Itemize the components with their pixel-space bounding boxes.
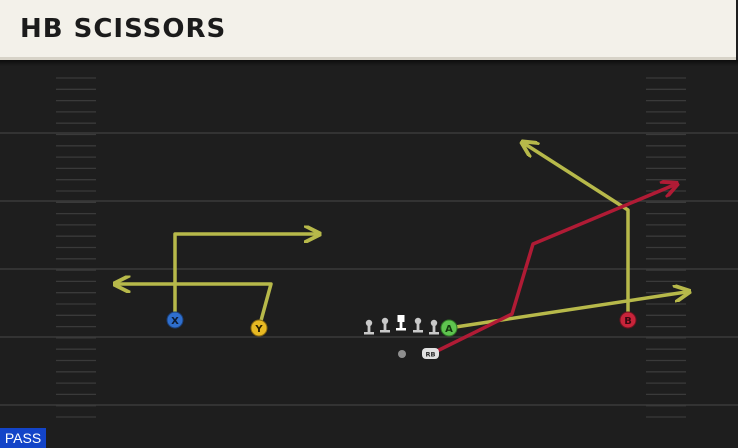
player-b-circle	[619, 311, 637, 329]
quarterback-marker[interactable]	[398, 350, 406, 358]
route-rb	[429, 185, 674, 356]
play-title: HB SCISSORS	[20, 14, 227, 44]
hash-marks	[56, 77, 686, 418]
player-a-circle	[440, 319, 458, 337]
player-x-circle	[166, 311, 184, 329]
player-rb[interactable]: RB	[422, 348, 439, 359]
lineman-icon	[413, 317, 423, 333]
route-y	[118, 284, 273, 330]
route-b	[525, 144, 630, 322]
route-x	[173, 234, 316, 322]
player-b-label: B	[624, 316, 632, 327]
player-y-circle	[250, 319, 268, 337]
offensive-line	[364, 315, 439, 335]
player-a[interactable]: A	[440, 319, 458, 337]
lineman-icon	[429, 319, 439, 335]
play-type-badge: PASS	[0, 428, 46, 448]
header-shadow	[0, 60, 738, 66]
rb-badge	[422, 348, 439, 359]
player-x-label: X	[171, 316, 179, 327]
player-y-label: Y	[254, 324, 263, 335]
player-x[interactable]: X	[166, 311, 184, 329]
center-icon	[396, 315, 406, 331]
route-a	[447, 292, 686, 330]
player-a-label: A	[445, 324, 453, 335]
lineman-icon	[380, 317, 390, 333]
routes	[118, 144, 686, 356]
play-header: HB SCISSORS	[0, 0, 736, 60]
player-b[interactable]: B	[619, 311, 637, 329]
rb-label: RB	[426, 351, 436, 359]
lineman-icon	[364, 319, 374, 335]
player-y[interactable]: Y	[250, 319, 268, 337]
